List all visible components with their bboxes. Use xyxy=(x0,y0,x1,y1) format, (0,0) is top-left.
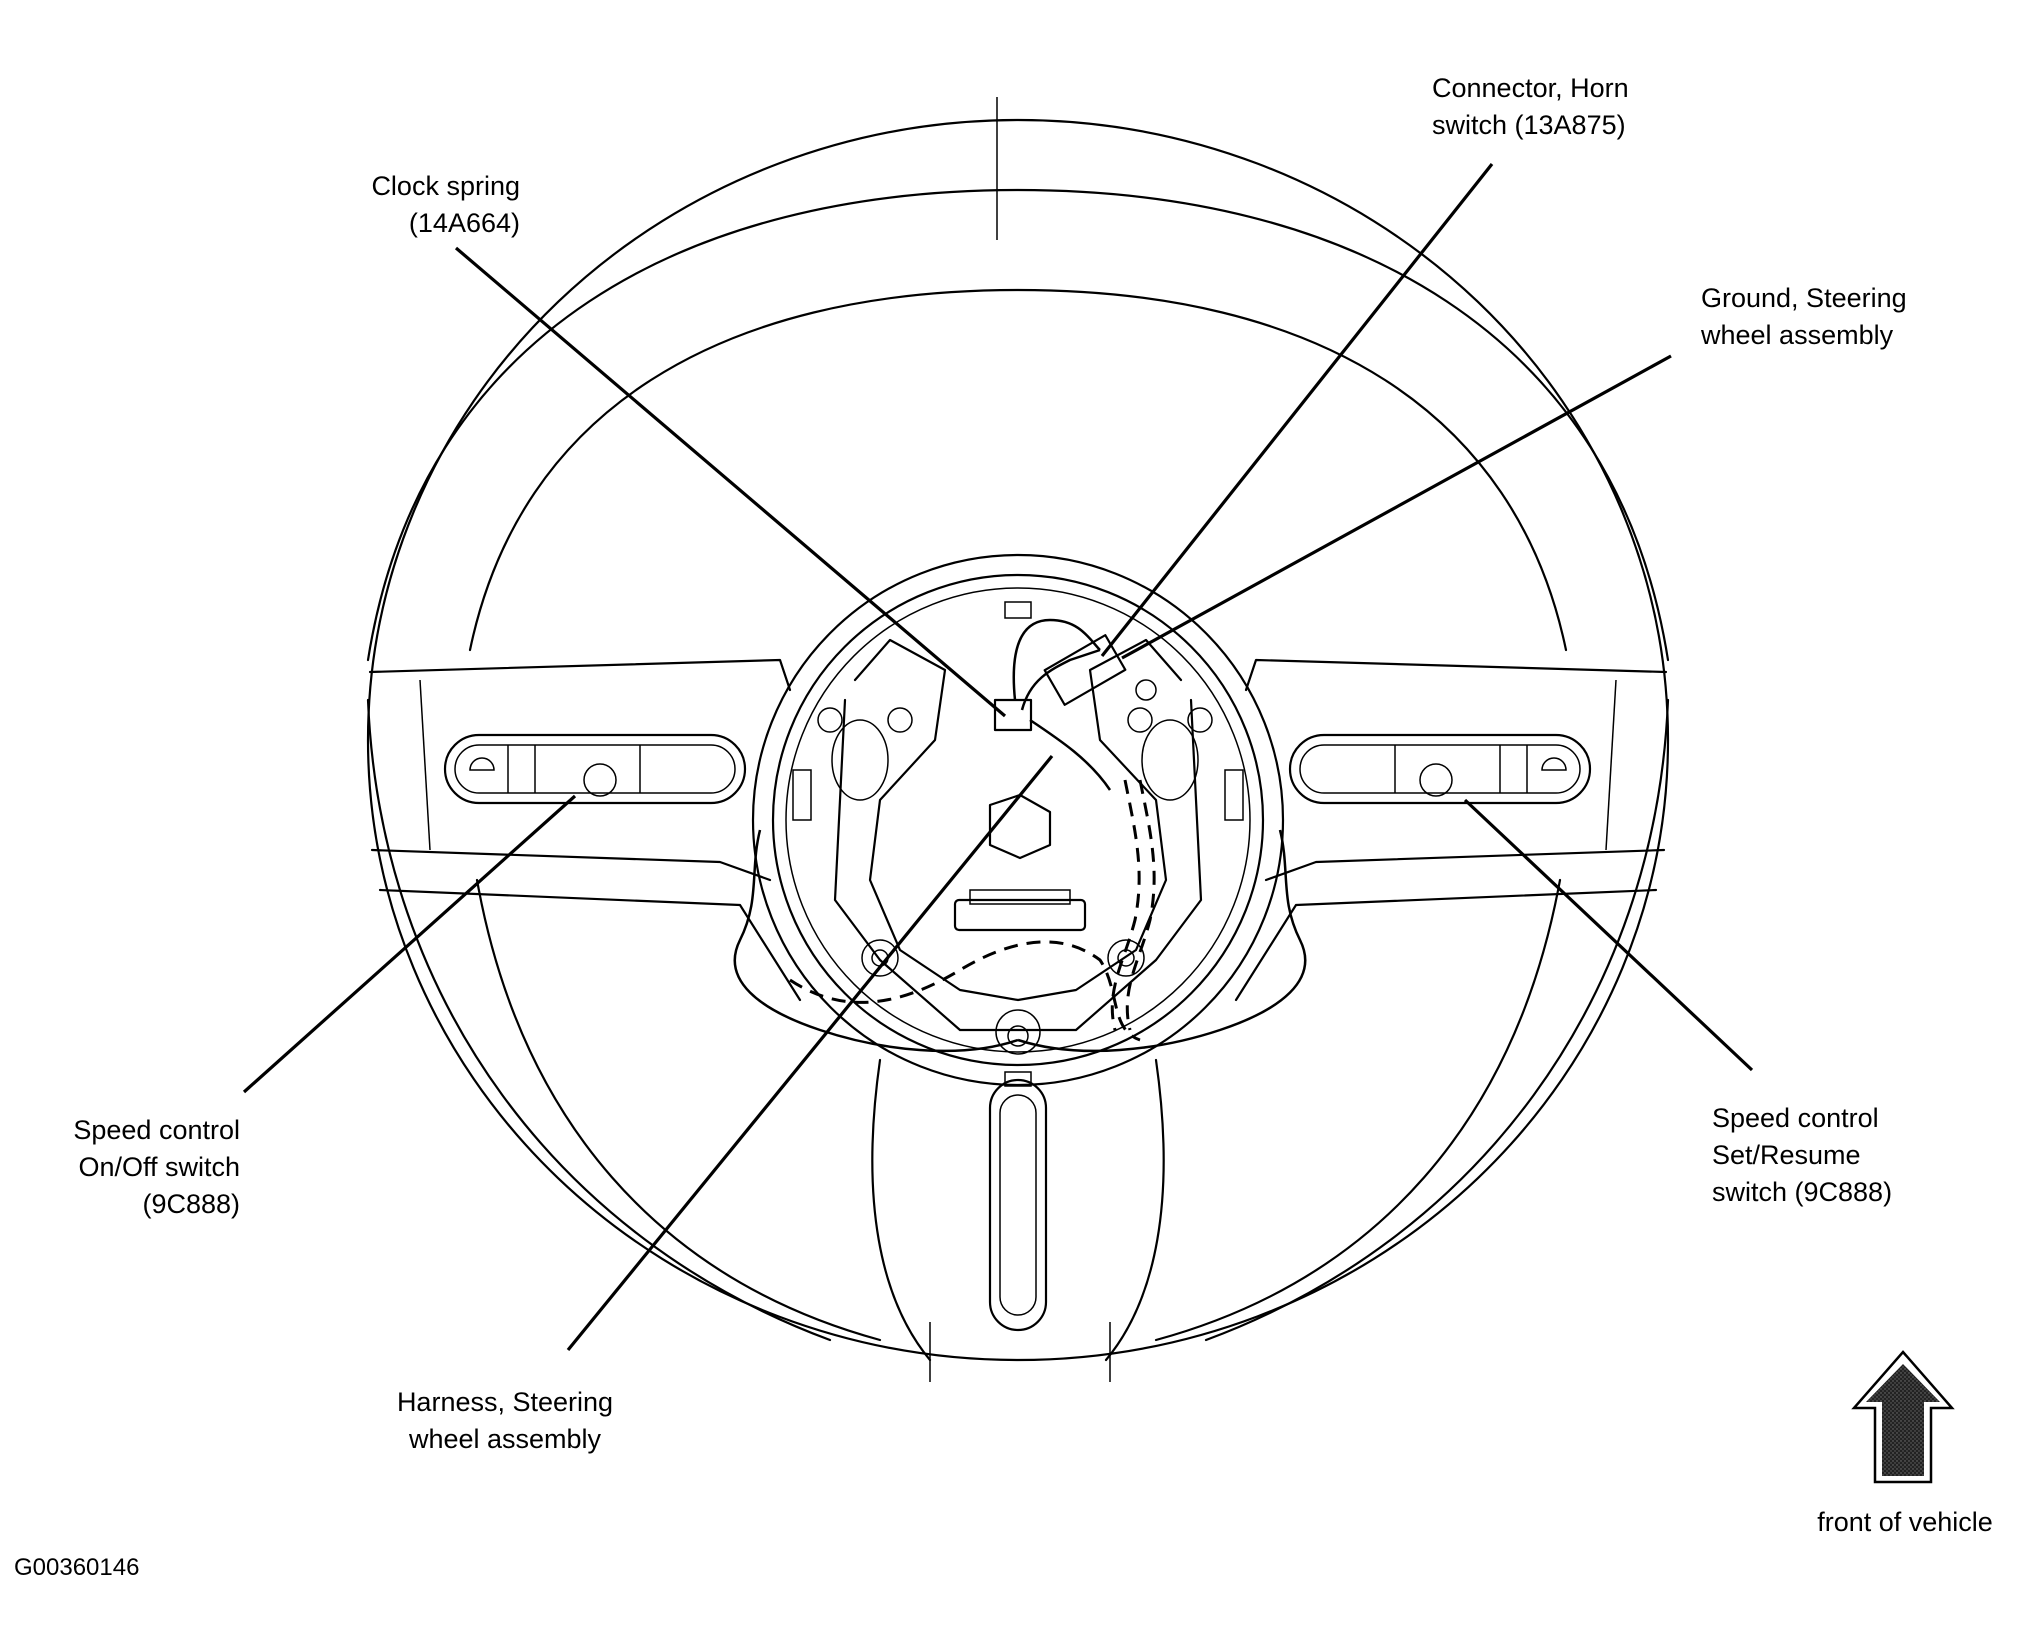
steering-wheel-hub xyxy=(751,553,1285,1087)
front-of-vehicle-label-text: front of vehicle xyxy=(1817,1507,1993,1537)
bottom-spoke xyxy=(871,1058,1165,1362)
horn-connector-label-line1: Connector, Horn xyxy=(1432,73,1629,103)
front-of-vehicle-arrow xyxy=(1851,1350,1955,1484)
steering-wheel-rim xyxy=(366,97,1670,1382)
leader-ground xyxy=(1121,354,1672,660)
leader-horn-connector xyxy=(1100,163,1494,657)
figure-id-text: G00360146 xyxy=(14,1554,140,1581)
ground-label-line2: wheel assembly xyxy=(1701,320,1894,350)
speed-control-on-off-label-line1: Speed control xyxy=(73,1115,240,1145)
speed-control-set-resume-label-line2: Set/Resume xyxy=(1712,1140,1861,1170)
speed-control-on-off-label: Speed control On/Off switch (9C888) xyxy=(40,1112,240,1223)
speed-control-on-off-switch xyxy=(443,733,747,805)
harness-label-line2: wheel assembly xyxy=(408,1424,602,1454)
horn-connector-label: Connector, Horn switch (13A875) xyxy=(1432,70,1692,144)
speed-control-set-resume-switch xyxy=(1288,733,1592,805)
clock-spring-label-line2: (14A664) xyxy=(408,208,520,238)
harness-label-line1: Harness, Steering xyxy=(396,1387,614,1417)
speed-control-set-resume-label-line3: switch (9C888) xyxy=(1712,1177,1893,1207)
harness-wiring xyxy=(733,618,1307,1053)
leader-harness xyxy=(566,754,1054,1352)
clock-spring-label-line1: Clock spring xyxy=(371,171,520,201)
ground-label: Ground, Steering wheel assembly xyxy=(1701,280,1981,354)
horn-connector-label-line2: switch (13A875) xyxy=(1432,110,1626,140)
leader-on-off-switch xyxy=(242,794,577,1094)
leader-clock-spring xyxy=(454,246,1007,718)
leader-lines xyxy=(242,163,1754,1352)
speed-control-set-resume-label: Speed control Set/Resume switch (9C888) xyxy=(1712,1100,1952,1211)
figure-id: G00360146 xyxy=(14,1553,214,1583)
front-of-vehicle-label: front of vehicle xyxy=(1810,1504,2000,1541)
clock-spring-label: Clock spring (14A664) xyxy=(330,168,520,242)
speed-control-set-resume-label-line1: Speed control xyxy=(1712,1103,1879,1133)
speed-control-on-off-label-line3: (9C888) xyxy=(142,1189,240,1219)
right-spoke xyxy=(1234,658,1668,1002)
harness-label: Harness, Steering wheel assembly xyxy=(380,1384,630,1458)
leader-set-resume-switch xyxy=(1463,798,1754,1072)
speed-control-on-off-label-line2: On/Off switch xyxy=(78,1152,240,1182)
ground-label-line1: Ground, Steering xyxy=(1701,283,1907,313)
